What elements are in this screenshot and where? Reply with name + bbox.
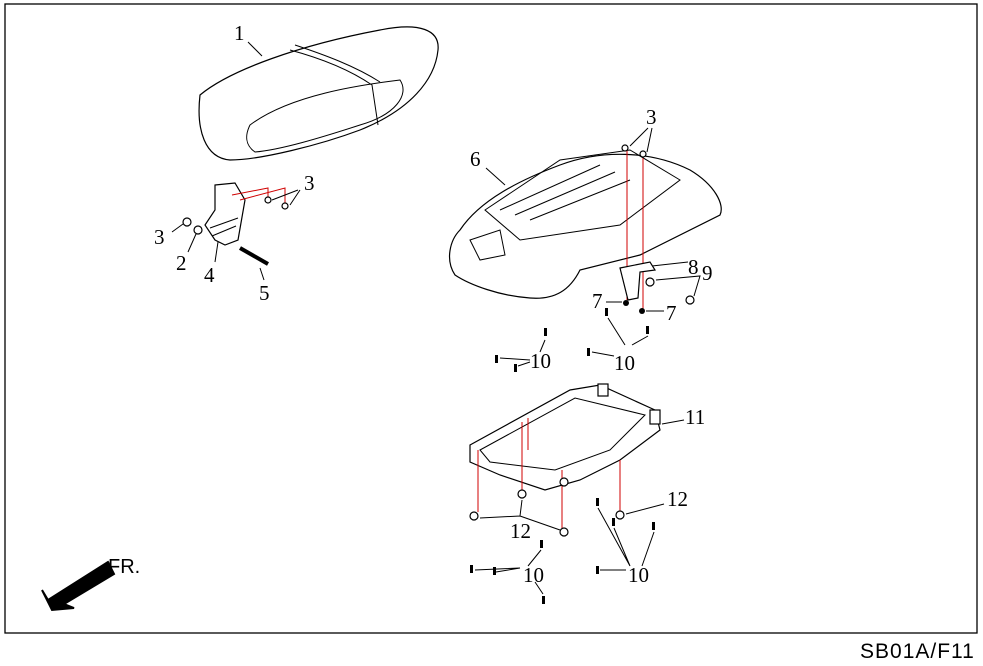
callout-4: 4 — [204, 263, 215, 287]
leader-line — [629, 127, 653, 153]
leader-line — [479, 499, 665, 531]
nut-part-3 — [182, 217, 192, 227]
bracket-part-8 — [619, 261, 657, 301]
grommets-part-12 — [469, 477, 625, 537]
screws-part-10 — [495, 308, 649, 372]
leader-line — [661, 419, 685, 425]
front-direction-label: FR. — [108, 556, 140, 578]
undercover-part-11 — [469, 383, 661, 491]
callout-7: 7 — [592, 289, 603, 313]
callout-5: 5 — [259, 281, 270, 305]
callout-7: 7 — [666, 301, 677, 325]
callout-3: 3 — [154, 225, 165, 249]
bolt-part-7 — [639, 308, 645, 314]
leader-line — [655, 275, 701, 297]
front-direction-arrow-icon — [41, 560, 116, 612]
luggage-box-part-6 — [448, 149, 722, 299]
leader-line — [474, 507, 655, 595]
hinge-bracket-part-4 — [204, 182, 246, 246]
callout-3: 3 — [304, 171, 315, 195]
bolt-part-7 — [623, 300, 629, 306]
callout-8: 8 — [688, 255, 699, 279]
callout-3: 3 — [646, 105, 657, 129]
callout-6: 6 — [470, 147, 481, 171]
callout-10: 10 — [523, 563, 544, 587]
callout-12: 12 — [510, 519, 531, 543]
screws-part-10 — [470, 498, 655, 604]
nut-part-3 — [639, 150, 647, 158]
callout-9: 9 — [702, 261, 713, 285]
seat-part-1 — [198, 26, 439, 161]
callout-10: 10 — [614, 351, 635, 375]
callout-2: 2 — [176, 251, 187, 275]
guide-line — [231, 187, 286, 205]
leader-line — [247, 41, 263, 57]
diagram-code: SB01A/F11 — [860, 640, 975, 663]
cap-nut-part-9 — [645, 277, 655, 287]
cap-nut-part-9 — [685, 295, 695, 305]
callout-11: 11 — [685, 405, 705, 429]
nut-part-3 — [264, 196, 272, 204]
leader-line — [271, 189, 301, 206]
diagram-frame — [4, 3, 978, 634]
hinge-bolt-part-5 — [239, 246, 269, 266]
leader-line — [499, 317, 649, 367]
leader-line — [171, 223, 265, 281]
nut-part-3 — [281, 202, 289, 210]
leader-line — [485, 167, 506, 186]
leader-line — [606, 301, 664, 312]
washer-part-2 — [193, 225, 203, 235]
nut-part-3 — [621, 144, 629, 152]
callout-1: 1 — [234, 21, 245, 45]
leader-line — [651, 261, 689, 267]
callout-10: 10 — [530, 349, 551, 373]
callout-10: 10 — [628, 563, 649, 587]
guide-line — [477, 418, 621, 528]
callout-12: 12 — [667, 487, 688, 511]
